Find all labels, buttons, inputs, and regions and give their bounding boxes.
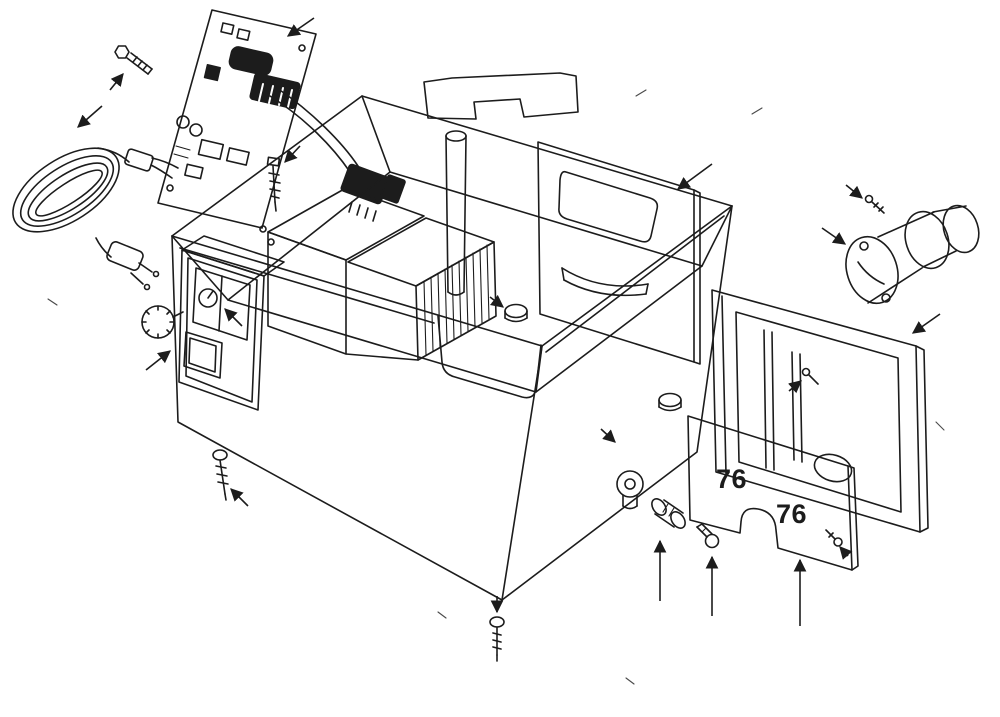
washer-cap — [616, 470, 644, 510]
door-screw — [801, 367, 811, 377]
arrow-to-control-panel — [145, 350, 172, 371]
capacitor — [228, 46, 274, 76]
grommet-b — [658, 392, 682, 412]
motor-screw — [864, 194, 885, 214]
screw-bottom-center — [489, 616, 505, 662]
screw-front-left — [212, 449, 229, 501]
cord-connector — [124, 148, 179, 179]
control-panel — [178, 235, 285, 411]
stray-marks — [47, 89, 945, 685]
arrow-to-power-cord — [77, 105, 103, 128]
arrow-to-harness-connector — [284, 145, 301, 163]
access-panel — [687, 415, 859, 571]
switch-window — [183, 331, 223, 379]
leader-arrows — [77, 17, 941, 626]
arrow-to-door-panel — [911, 313, 941, 334]
arrow-to-panel-screw — [839, 546, 853, 560]
arrow-to-washer — [600, 428, 616, 443]
door-handle — [813, 453, 853, 483]
grommet-a — [504, 303, 528, 323]
ribbon-cable — [269, 87, 359, 173]
top-bracket — [423, 72, 579, 120]
shoulder-bolt — [696, 523, 720, 549]
roller — [651, 498, 686, 529]
part-number-label-76-lower: 76 — [776, 499, 808, 529]
arrow-to-motor-screw — [845, 184, 863, 199]
arrow-to-grommet — [489, 294, 505, 308]
control-knob — [141, 305, 184, 339]
motor-assembly — [845, 204, 980, 305]
power-plug — [106, 241, 160, 291]
panel-screw — [833, 537, 843, 547]
relay-block — [249, 72, 301, 110]
inner-panel — [537, 141, 701, 365]
arrow-to-inner-panel — [676, 163, 713, 190]
power-cord — [12, 147, 130, 258]
dial-indicator — [198, 288, 218, 308]
display-window — [192, 267, 251, 341]
arrow-to-screw-left — [230, 488, 249, 507]
arrow-to-panel-window — [224, 308, 243, 327]
support-post — [445, 130, 467, 296]
circuit-board — [157, 9, 317, 229]
transformer-block — [267, 187, 497, 361]
arrow-to-door-screw — [788, 380, 802, 394]
part-number-label-76-upper: 76 — [716, 464, 748, 494]
panel-window-cutout — [558, 170, 659, 243]
door-hinge-strip — [763, 329, 775, 471]
front-wall-notch — [437, 315, 542, 399]
mounting-bolt — [114, 45, 153, 75]
arrow-to-circuit-board — [286, 17, 315, 37]
door-panel — [711, 289, 929, 533]
arrow-to-mounting-bolt — [109, 73, 124, 91]
arrow-to-motor — [821, 227, 847, 245]
vent-fins — [423, 244, 490, 356]
wire-harness-connector — [340, 163, 406, 222]
